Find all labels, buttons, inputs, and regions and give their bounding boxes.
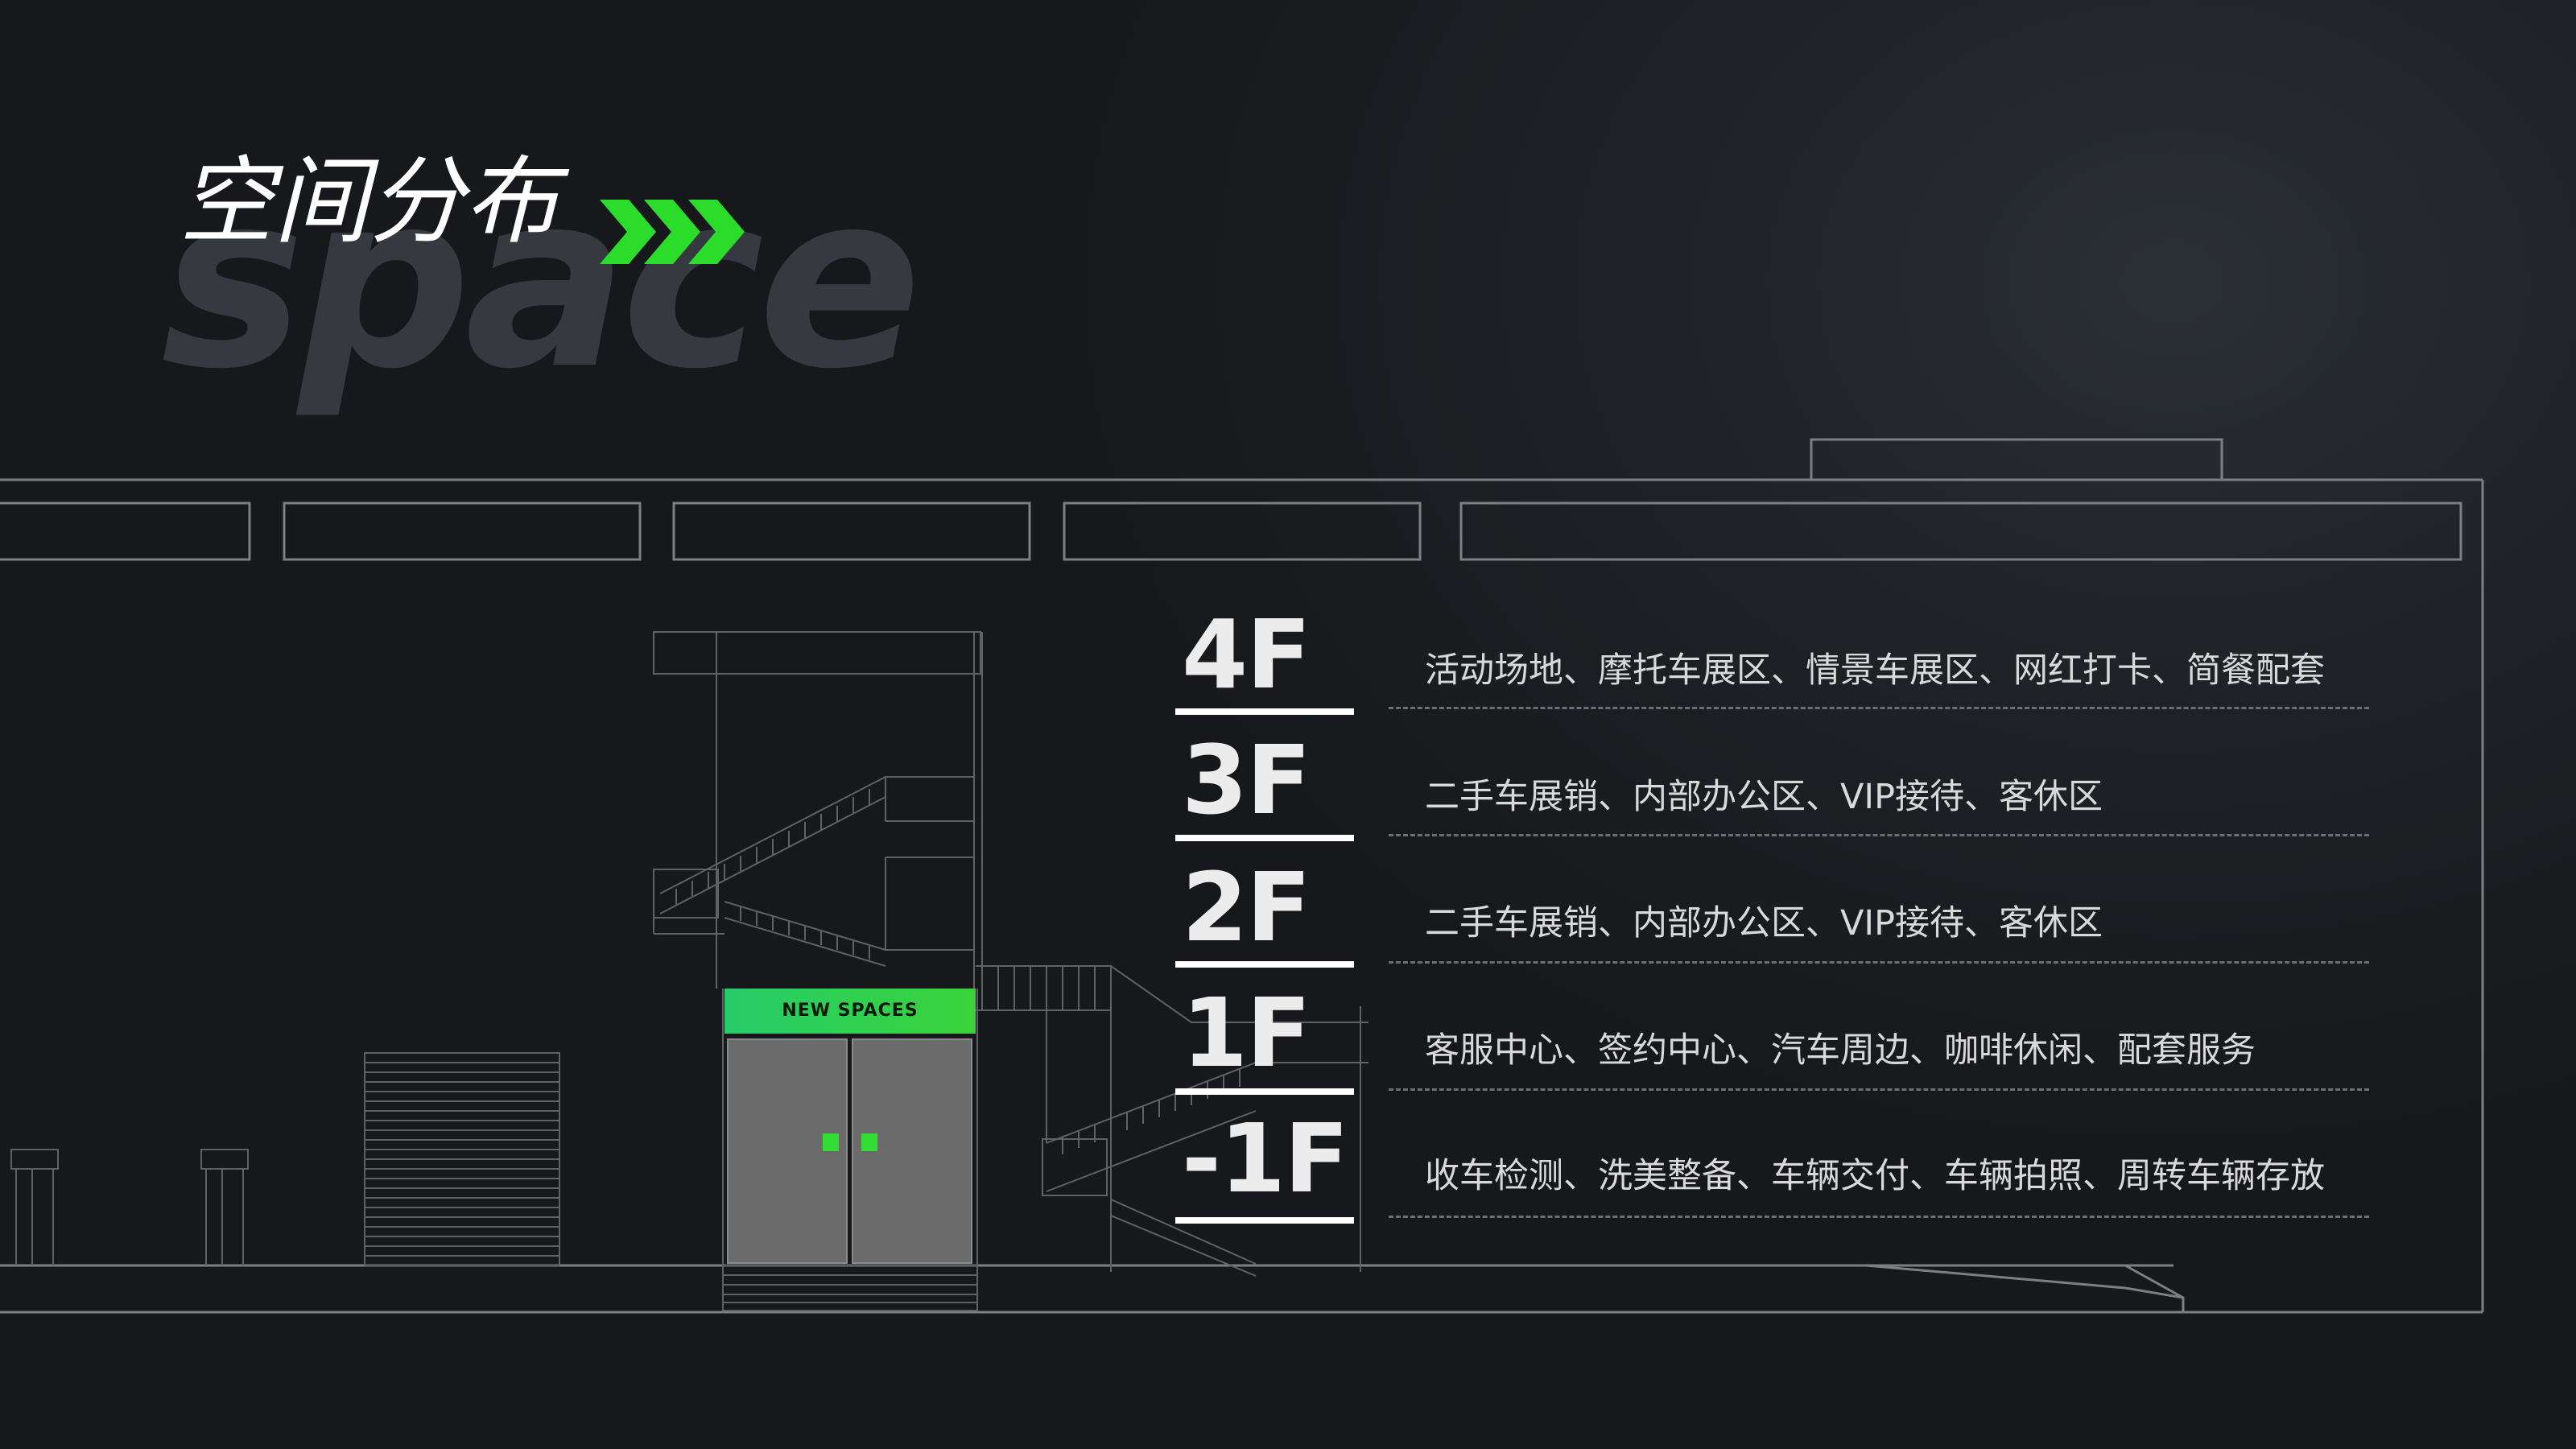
- floor-description-1f: 客服中心、签约中心、汽车周边、咖啡休闲、配套服务: [1425, 1030, 2256, 1071]
- floor-description-b1: 收车检测、洗美整备、车辆交付、车辆拍照、周转车辆存放: [1425, 1156, 2325, 1196]
- entrance-door-right: [852, 1038, 972, 1264]
- title-background-word: space: [161, 141, 922, 422]
- floor-label-3f: 3F: [1182, 724, 1311, 836]
- floor-dashed-line: [1389, 1088, 2369, 1091]
- floor-dashed-line: [1389, 961, 2369, 964]
- floor-divider: [1175, 708, 1354, 715]
- floor-description-4f: 活动场地、摩托车展区、情景车展区、网红打卡、简餐配套: [1425, 650, 2325, 691]
- floor-description-2f: 二手车展销、内部办公区、VIP接待、客休区: [1425, 903, 2103, 943]
- floor-divider: [1175, 835, 1354, 841]
- door-handle-icon: [861, 1133, 877, 1151]
- floor-dashed-line: [1389, 707, 2369, 709]
- floor-divider: [1175, 1217, 1354, 1224]
- floor-label-4f: 4F: [1182, 599, 1311, 710]
- entrance-door-left: [727, 1038, 848, 1264]
- door-handle-icon: [823, 1133, 839, 1151]
- floor-label-1f: 1F: [1182, 977, 1311, 1088]
- floor-label-b1: -1F: [1182, 1103, 1349, 1214]
- floor-divider: [1175, 961, 1354, 968]
- floor-divider: [1175, 1088, 1354, 1095]
- chevron-right-icon: [600, 200, 745, 264]
- floor-label-2f: 2F: [1182, 852, 1311, 963]
- page-title: 空间分布: [179, 146, 559, 257]
- new-spaces-sign: NEW SPACES: [724, 989, 976, 1034]
- floor-dashed-line: [1389, 834, 2369, 836]
- floor-dashed-line: [1389, 1216, 2369, 1218]
- floor-description-3f: 二手车展销、内部办公区、VIP接待、客休区: [1425, 777, 2103, 817]
